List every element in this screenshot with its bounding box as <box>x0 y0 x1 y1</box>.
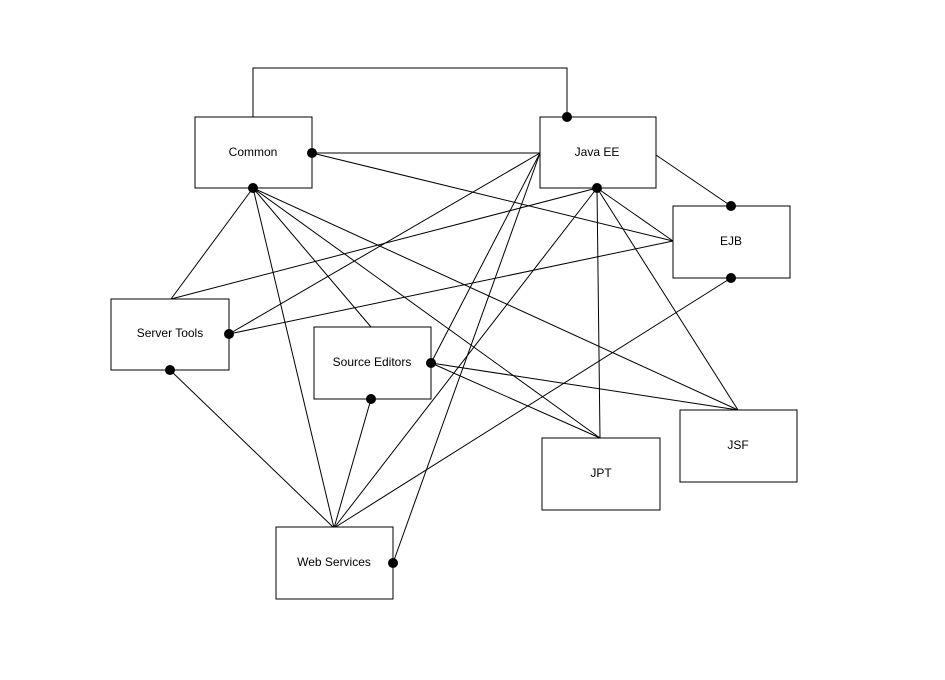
node-jsf[interactable]: JSF <box>679 409 798 483</box>
edge-ejb-to-servertools <box>228 240 674 335</box>
node-label-common: Common <box>229 145 278 159</box>
edge-ejb-to-javaee <box>596 187 674 242</box>
edges-layer <box>169 67 739 564</box>
node-label-webservices: Web Services <box>297 555 371 569</box>
node-javaee[interactable]: Java EE <box>539 116 657 189</box>
edge-sourceeditors-to-javaee <box>430 152 541 364</box>
connector-dots-layer <box>165 112 736 568</box>
nodes-layer: Common Java EE EJB Server Tools Source E… <box>110 116 798 600</box>
connector-dot-common-right <box>307 148 317 158</box>
edge-servertools-to-common <box>170 187 254 300</box>
connector-dot-javaee-bottom <box>592 183 602 193</box>
edge-webservices-to-ejb <box>333 277 732 529</box>
node-label-ejb: EJB <box>720 234 742 248</box>
connector-dot-webservices-right <box>388 558 398 568</box>
edge-webservices-to-servertools <box>169 369 335 529</box>
node-sourceeditors[interactable]: Source Editors <box>313 326 432 400</box>
connector-dot-javaee-top <box>562 112 572 122</box>
connector-dot-common-bottom <box>248 183 258 193</box>
edge-javaee-to-ejb <box>655 154 732 207</box>
edge-webservices-to-sourceeditors <box>333 398 372 529</box>
edge-ejb-to-common <box>311 152 674 242</box>
node-label-javaee: Java EE <box>575 145 620 159</box>
node-label-sourceeditors: Source Editors <box>333 355 412 369</box>
node-servertools[interactable]: Server Tools <box>110 298 230 371</box>
node-label-jsf: JSF <box>727 438 748 452</box>
edge-jsf-to-common <box>252 187 739 411</box>
node-webservices[interactable]: Web Services <box>275 526 394 600</box>
node-label-servertools: Server Tools <box>137 326 203 340</box>
connector-dot-sourceeditors-right <box>426 358 436 368</box>
connector-dot-ejb-bottom <box>726 273 736 283</box>
edge-webservices-to-javaee <box>392 152 541 564</box>
edge-common-to-javaee <box>252 67 568 117</box>
connector-dot-servertools-bottom <box>165 365 175 375</box>
node-ejb[interactable]: EJB <box>672 205 791 279</box>
edge-jpt-to-javaee <box>596 187 601 439</box>
edge-jsf-to-sourceeditors <box>430 362 739 411</box>
connector-dot-servertools-right <box>224 329 234 339</box>
edge-sourceeditors-to-common <box>252 187 372 328</box>
edge-jsf-to-javaee <box>596 187 739 411</box>
edge-webservices-to-common <box>252 187 335 529</box>
node-label-jpt: JPT <box>590 466 612 480</box>
edge-javaee-to-webservices <box>333 187 598 529</box>
node-jpt[interactable]: JPT <box>541 437 661 511</box>
edge-servertools-to-javaee-2 <box>170 187 598 300</box>
node-common[interactable]: Common <box>194 116 313 189</box>
connector-dot-ejb-top <box>726 201 736 211</box>
connector-dot-sourceeditors-bottom <box>366 394 376 404</box>
edge-jpt-to-sourceeditors <box>430 362 601 439</box>
